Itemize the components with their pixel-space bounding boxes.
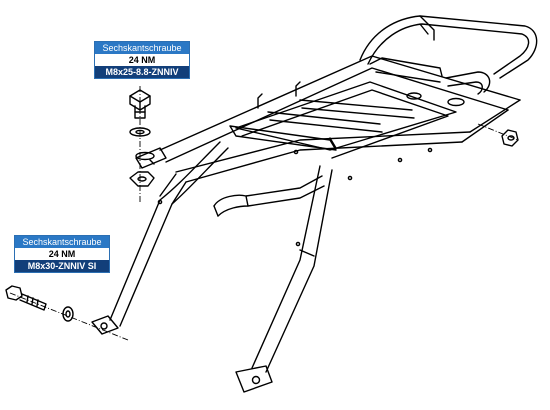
fastener-spec-label-top: Sechskantschraube 24 NM M8x25-8.8-ZNNIV: [94, 41, 190, 79]
right-support-strut: [235, 165, 333, 393]
left-bolt-set: [5, 285, 74, 322]
left-support-strut: [91, 141, 229, 335]
spec-part-number: M8x30-ZNNIV SI: [15, 260, 109, 272]
rack-frame: [159, 55, 521, 183]
spec-part-number: M8x25-8.8-ZNNIV: [95, 66, 189, 78]
grab-handle: [359, 15, 538, 107]
side-bracket: [213, 175, 325, 217]
spec-heading: Sechskantschraube: [95, 42, 189, 54]
fastener-spec-label-left: Sechskantschraube 24 NM M8x30-ZNNIV SI: [14, 235, 110, 273]
assembly-axes: [9, 86, 519, 341]
frame-holes: [157, 147, 433, 247]
rack-hooks: [257, 81, 301, 109]
spec-torque: 24 NM: [15, 248, 109, 260]
spec-torque: 24 NM: [95, 54, 189, 66]
cross-tubes: [229, 99, 415, 151]
right-nut: [501, 129, 519, 147]
spec-heading: Sechskantschraube: [15, 236, 109, 248]
top-bolt-set: [129, 89, 155, 187]
